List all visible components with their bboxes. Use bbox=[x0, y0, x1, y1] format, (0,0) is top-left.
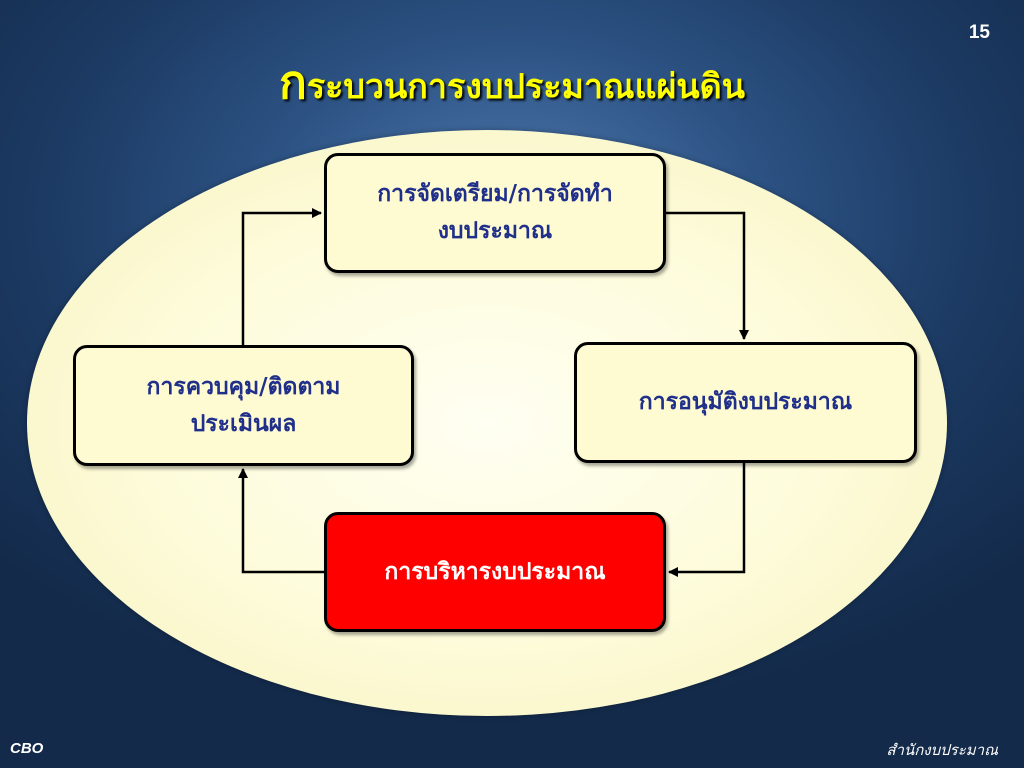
node-budget-approval: การอนุมัติงบประมาณ bbox=[574, 342, 917, 463]
node-budget-preparation: การจัดเตรียม/การจัดทำ งบประมาณ bbox=[324, 153, 666, 273]
node-control-monitoring: การควบคุม/ติดตาม ประเมินผล bbox=[73, 345, 414, 466]
arrow-prepare-to-approve bbox=[666, 211, 749, 340]
slide-number: 15 bbox=[968, 22, 990, 43]
footer-org-abbreviation: CBO bbox=[10, 740, 44, 757]
node-budget-preparation-line2: งบประมาณ bbox=[437, 217, 553, 244]
node-budget-execution-label: การบริหารงบประมาณ bbox=[384, 557, 606, 585]
node-budget-approval-label: การอนุมัติงบประมาณ bbox=[638, 388, 853, 416]
node-budget-preparation-line1: การจัดเตรียม/การจัดทำ bbox=[377, 180, 613, 208]
node-budget-execution: การบริหารงบประมาณ bbox=[324, 512, 666, 632]
arrow-control-to-prepare bbox=[241, 208, 322, 345]
slide-title: กระบวนการงบประมาณแผ่นดิน bbox=[0, 46, 1024, 119]
node-control-monitoring-line1: การควบคุม/ติดตาม bbox=[146, 372, 341, 400]
slide-title-rest: ระบวนการงบประมาณแผ่นดิน bbox=[306, 67, 745, 107]
slide-title-first-char: ก bbox=[279, 55, 307, 109]
arrow-execute-to-control bbox=[238, 468, 324, 574]
node-control-monitoring-line2: ประเมินผล bbox=[190, 409, 297, 437]
footer-org-name: สำนักงบประมาณ bbox=[886, 741, 998, 759]
arrow-approve-to-execute bbox=[668, 463, 746, 577]
